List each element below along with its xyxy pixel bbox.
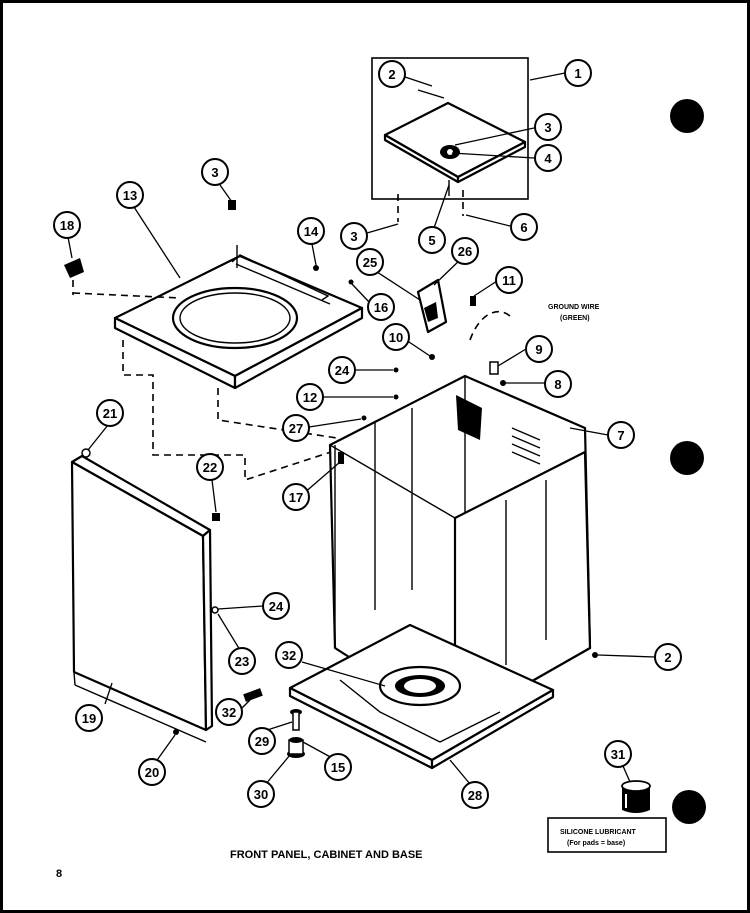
callout-25: 25 <box>356 248 384 276</box>
svg-text:7: 7 <box>617 428 624 443</box>
callout-24-top: 24 <box>328 356 356 384</box>
front-panel <box>70 454 214 743</box>
callout-12: 12 <box>296 383 324 411</box>
hinge-part <box>64 258 84 295</box>
base <box>288 623 555 770</box>
callout-9: 9 <box>525 335 553 363</box>
svg-text:23: 23 <box>235 654 249 669</box>
svg-text:11: 11 <box>502 273 516 288</box>
binder-hole-top <box>670 99 704 133</box>
svg-text:29: 29 <box>255 734 269 749</box>
lubricant-can <box>621 780 651 813</box>
svg-text:14: 14 <box>304 224 319 239</box>
callout-19: 19 <box>75 704 103 732</box>
lubricant-label-box <box>547 817 667 853</box>
svg-text:13: 13 <box>123 188 137 203</box>
svg-text:32: 32 <box>222 705 236 720</box>
svg-text:30: 30 <box>254 787 268 802</box>
svg-text:15: 15 <box>331 760 345 775</box>
leveling-leg <box>287 709 305 758</box>
callout-13: 13 <box>116 181 144 209</box>
svg-text:2: 2 <box>388 67 395 82</box>
lid-assembly-box <box>371 57 529 200</box>
svg-text:27: 27 <box>289 421 303 436</box>
lubricant-label-note: (For pads = base) <box>567 840 625 847</box>
svg-text:3: 3 <box>350 229 357 244</box>
svg-text:12: 12 <box>303 390 317 405</box>
ground-wire <box>469 310 513 341</box>
cabinet-vents <box>511 427 541 465</box>
callout-3-lid: 3 <box>534 113 562 141</box>
svg-text:4: 4 <box>544 151 552 166</box>
svg-text:10: 10 <box>389 330 403 345</box>
callout-28: 28 <box>461 781 489 809</box>
callout-23: 23 <box>228 647 256 675</box>
svg-text:26: 26 <box>458 244 472 259</box>
svg-text:3: 3 <box>211 165 218 180</box>
svg-text:19: 19 <box>82 711 96 726</box>
lubricant-label-title: SILICONE LUBRICANT <box>560 829 637 836</box>
binder-hole-middle <box>670 441 704 475</box>
callout-15: 15 <box>324 753 352 781</box>
callout-17: 17 <box>282 483 310 511</box>
svg-text:31: 31 <box>611 747 625 762</box>
callout-4: 4 <box>534 144 562 172</box>
svg-text:9: 9 <box>535 342 542 357</box>
binder-hole-bottom <box>672 790 706 824</box>
svg-text:3: 3 <box>544 120 551 135</box>
callout-10: 10 <box>382 323 410 351</box>
callout-31: 31 <box>604 740 632 768</box>
callout-32-pad: 32 <box>215 698 243 726</box>
svg-text:8: 8 <box>554 377 561 392</box>
callout-2-top: 2 <box>378 60 406 88</box>
svg-text:20: 20 <box>145 765 159 780</box>
svg-text:1: 1 <box>574 66 581 81</box>
callout-3-screw: 3 <box>340 222 368 250</box>
svg-text:6: 6 <box>520 220 527 235</box>
svg-text:28: 28 <box>468 788 482 803</box>
callout-21: 21 <box>96 399 124 427</box>
svg-text:17: 17 <box>289 490 303 505</box>
callout-24-panel: 24 <box>262 592 290 620</box>
svg-text:32: 32 <box>282 648 296 663</box>
callout-22: 22 <box>196 453 224 481</box>
svg-text:16: 16 <box>374 300 388 315</box>
callout-26: 26 <box>451 237 479 265</box>
callout-5: 5 <box>418 226 446 254</box>
callout-7: 7 <box>607 421 635 449</box>
callout-16: 16 <box>367 293 395 321</box>
svg-text:22: 22 <box>203 460 217 475</box>
page-number: 8 <box>56 868 62 880</box>
callout-6: 6 <box>510 213 538 241</box>
callout-20: 20 <box>138 758 166 786</box>
hardware-pieces <box>81 200 598 758</box>
switch-bracket <box>416 278 448 334</box>
top-cover <box>72 245 364 390</box>
callout-29: 29 <box>248 727 276 755</box>
callout-32-base: 32 <box>275 641 303 669</box>
callout-14: 14 <box>297 217 325 245</box>
svg-text:5: 5 <box>428 233 435 248</box>
callout-18: 18 <box>53 211 81 239</box>
svg-text:25: 25 <box>363 255 377 270</box>
svg-text:21: 21 <box>103 406 117 421</box>
ground-wire-label: GROUND WIRE <box>548 304 600 311</box>
callout-30: 30 <box>247 780 275 808</box>
svg-text:2: 2 <box>664 650 671 665</box>
svg-text:18: 18 <box>60 218 74 233</box>
callout-11: 11 <box>495 266 523 294</box>
callout-27: 27 <box>282 414 310 442</box>
svg-text:24: 24 <box>335 363 350 378</box>
callout-2-side: 2 <box>654 643 682 671</box>
callouts: 1 2 3 4 3 5 6 3 13 18 14 25 26 11 16 10 … <box>53 59 682 809</box>
figure-caption: FRONT PANEL, CABINET AND BASE <box>230 849 423 861</box>
callout-3-hinge: 3 <box>201 158 229 186</box>
callout-8: 8 <box>544 370 572 398</box>
callout-1: 1 <box>564 59 592 87</box>
svg-text:24: 24 <box>269 599 284 614</box>
lid-part <box>383 89 527 222</box>
ground-wire-color: (GREEN) <box>560 315 590 322</box>
